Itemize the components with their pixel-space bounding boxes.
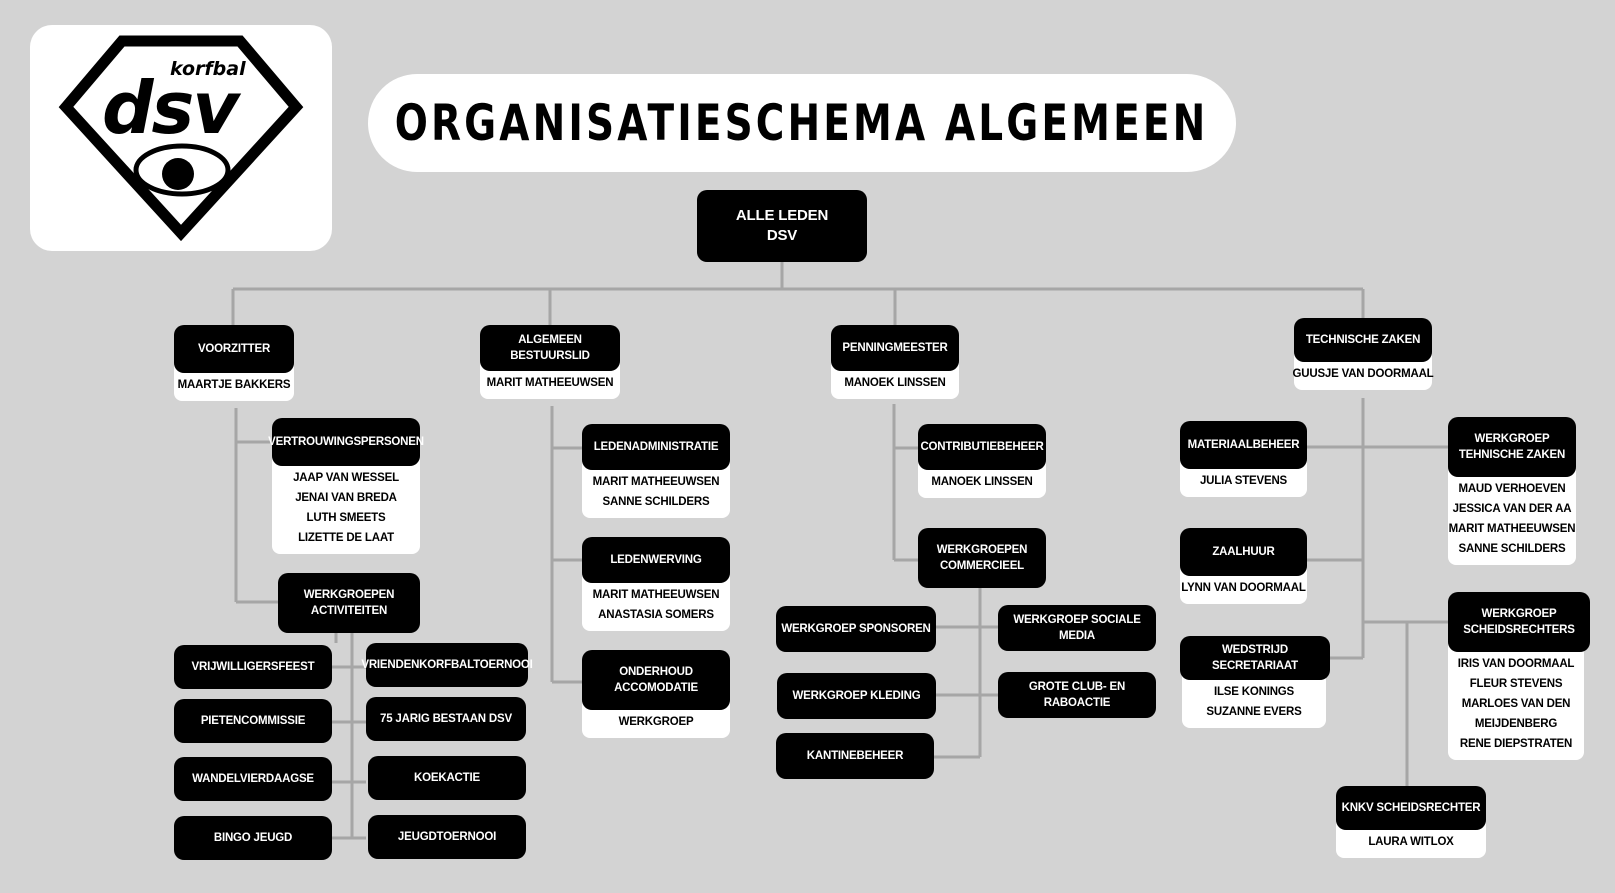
- node-koekactie: KOEKACTIE: [368, 756, 526, 800]
- node-wedstrijd-secretariaat: WEDSTRIJD SECRETARIAAT ILSE KONINGS SUZA…: [1180, 636, 1330, 728]
- node-title: VERTROUWINGSPERSONEN: [268, 418, 424, 466]
- node-title: WERKGROEP SOCIALE MEDIA: [998, 605, 1156, 651]
- person-name: GUUSJE VAN DOORMAAL: [1292, 368, 1434, 380]
- node-title: LEDENWERVING: [582, 537, 730, 583]
- node-title: WANDELVIERDAAGSE: [174, 757, 332, 801]
- node-algemeen-bestuurslid: ALGEMEEN BESTUURSLID MARIT MATHEEUWSEN: [480, 325, 620, 399]
- node-title: WERKGROEP KLEDING: [777, 673, 936, 719]
- node-title: LEDENADMINISTRATIE: [582, 424, 730, 470]
- person-name: SANNE SCHILDERS: [1458, 543, 1566, 555]
- node-title: KANTINEBEHEER: [776, 733, 934, 779]
- node-title: WERKGROEPEN ACTIVITEITEN: [278, 573, 420, 633]
- person-name: LAURA WITLOX: [1368, 836, 1454, 848]
- node-title: ALGEMEEN BESTUURSLID: [480, 325, 620, 371]
- node-title: KOEKACTIE: [368, 756, 526, 800]
- node-title: ALLE LEDEN DSV: [697, 190, 867, 262]
- node-75-jarig-bestaan: 75 JARIG BESTAAN DSV: [366, 697, 526, 741]
- node-title: VRIJWILLIGERSFEEST: [174, 645, 332, 689]
- node-title: ONDERHOUD ACCOMODATIE: [582, 650, 730, 710]
- node-werkgroep-sociale-media: WERKGROEP SOCIALE MEDIA: [998, 605, 1156, 651]
- node-voorzitter: VOORZITTER MAARTJE BAKKERS: [174, 325, 294, 401]
- node-title: VOORZITTER: [174, 325, 294, 373]
- node-werkgroepen-commercieel: WERKGROEPEN COMMERCIEEL: [918, 528, 1046, 588]
- node-title: WERKGROEPEN COMMERCIEEL: [918, 528, 1046, 588]
- person-name: IRIS VAN DOORMAAL: [1457, 658, 1575, 670]
- person-name: MANOEK LINSSEN: [844, 377, 946, 389]
- person-name: RENE DIEPSTRATEN: [1459, 738, 1573, 750]
- person-name: ANASTASIA SOMERS: [598, 609, 714, 621]
- person-name: MAARTJE BAKKERS: [177, 379, 291, 391]
- node-title: PENNINGMEESTER: [831, 325, 959, 371]
- node-title: TECHNISCHE ZAKEN: [1294, 318, 1432, 362]
- node-title: BINGO JEUGD: [174, 816, 332, 860]
- node-zaalhuur: ZAALHUUR LYNN VAN DOORMAAL: [1180, 528, 1307, 604]
- node-technische-zaken: TECHNISCHE ZAKEN GUUSJE VAN DOORMAAL: [1292, 318, 1434, 390]
- node-vrijwilligersfeest: VRIJWILLIGERSFEEST: [174, 645, 332, 689]
- person-name: MEIJDENBERG: [1474, 718, 1558, 730]
- node-pietencommissie: PIETENCOMMISSIE: [174, 699, 332, 743]
- node-jeugdtoernooi: JEUGDTOERNOOI: [368, 815, 526, 859]
- logo-small-text: korfbal: [170, 58, 246, 80]
- node-ledenwerving: LEDENWERVING MARIT MATHEEUWSEN ANASTASIA…: [582, 537, 730, 631]
- person-name: FLEUR STEVENS: [1469, 678, 1563, 690]
- person-name: JAAP VAN WESSEL: [293, 472, 399, 484]
- node-grote-club-raboactie: GROTE CLUB- EN RABOACTIE: [998, 672, 1156, 718]
- node-title: KNKV SCHEIDSRECHTER: [1336, 786, 1486, 830]
- dsv-logo: korfbal dsv: [30, 25, 332, 251]
- person-name: MANOEK LINSSEN: [931, 476, 1033, 488]
- person-name: SUZANNE EVERS: [1206, 706, 1302, 718]
- node-kantinebeheer: KANTINEBEHEER: [776, 733, 934, 779]
- person-name: JENAI VAN BREDA: [295, 492, 397, 504]
- node-title: 75 JARIG BESTAAN DSV: [366, 697, 526, 741]
- node-werkgroep-kleding: WERKGROEP KLEDING: [777, 673, 936, 719]
- node-vriendenkorfbaltoernooi: VRIENDENKORFBALTOERNOOI: [361, 643, 533, 687]
- person-name: MARIT MATHEEUWSEN: [1448, 523, 1576, 535]
- node-werkgroepen-activiteiten: WERKGROEPEN ACTIVITEITEN: [278, 573, 420, 633]
- person-name: JULIA STEVENS: [1199, 475, 1288, 487]
- dsv-logo-icon: korfbal dsv: [58, 35, 304, 242]
- person-name: JESSICA VAN DER AA: [1452, 503, 1572, 515]
- node-contributiebeheer: CONTRIBUTIEBEHEER MANOEK LINSSEN: [918, 424, 1046, 498]
- person-name: LYNN VAN DOORMAAL: [1181, 582, 1306, 594]
- node-title: WEDSTRIJD SECRETARIAAT: [1180, 636, 1330, 680]
- node-penningmeester: PENNINGMEESTER MANOEK LINSSEN: [831, 325, 959, 399]
- person-name: SANNE SCHILDERS: [602, 496, 710, 508]
- person-name: LUTH SMEETS: [306, 512, 386, 524]
- node-knkv-scheidsrechter: KNKV SCHEIDSRECHTER LAURA WITLOX: [1336, 786, 1486, 858]
- node-title: VRIENDENKORFBALTOERNOOI: [361, 643, 533, 687]
- node-title: CONTRIBUTIEBEHEER: [918, 424, 1046, 470]
- page-title: ORGANISATIESCHEMA ALGEMEEN: [395, 94, 1209, 152]
- person-name: MARLOES VAN DEN: [1461, 698, 1571, 710]
- node-title: WERKGROEP TEHNISCHE ZAKEN: [1448, 417, 1576, 477]
- person-name: MAUD VERHOEVEN: [1458, 483, 1566, 495]
- node-materiaalbeheer: MATERIAALBEHEER JULIA STEVENS: [1180, 421, 1307, 497]
- node-title: WERKGROEP SCHEIDSRECHTERS: [1448, 592, 1590, 652]
- person-name: MARIT MATHEEUWSEN: [592, 476, 720, 488]
- node-ledenadministratie: LEDENADMINISTRATIE MARIT MATHEEUWSEN SAN…: [582, 424, 730, 518]
- person-name: LIZETTE DE LAAT: [298, 532, 394, 544]
- node-title: PIETENCOMMISSIE: [174, 699, 332, 743]
- node-werkgroep-sponsoren: WERKGROEP SPONSOREN: [776, 606, 936, 652]
- node-title: JEUGDTOERNOOI: [368, 815, 526, 859]
- person-name: WERKGROEP: [618, 716, 694, 728]
- node-title: GROTE CLUB- EN RABOACTIE: [998, 672, 1156, 718]
- node-onderhoud-accomodatie: ONDERHOUD ACCOMODATIE WERKGROEP: [582, 650, 730, 738]
- node-bingo-jeugd: BINGO JEUGD: [174, 816, 332, 860]
- person-name: MARIT MATHEEUWSEN: [592, 589, 720, 601]
- node-werkgroep-technische-zaken: WERKGROEP TEHNISCHE ZAKEN MAUD VERHOEVEN…: [1448, 417, 1576, 565]
- node-vertrouwingspersonen: VERTROUWINGSPERSONEN JAAP VAN WESSEL JEN…: [268, 418, 424, 554]
- node-alle-leden: ALLE LEDEN DSV: [697, 190, 867, 262]
- node-title: ZAALHUUR: [1180, 528, 1307, 576]
- person-name: MARIT MATHEEUWSEN: [486, 377, 614, 389]
- title-banner: ORGANISATIESCHEMA ALGEMEEN: [368, 74, 1236, 172]
- node-wandelvierdaagse: WANDELVIERDAAGSE: [174, 757, 332, 801]
- person-name: ILSE KONINGS: [1213, 686, 1295, 698]
- node-werkgroep-scheidsrechters: WERKGROEP SCHEIDSRECHTERS IRIS VAN DOORM…: [1448, 592, 1590, 760]
- logo-big-text: dsv: [102, 66, 241, 150]
- node-title: WERKGROEP SPONSOREN: [776, 606, 936, 652]
- node-title: MATERIAALBEHEER: [1180, 421, 1307, 469]
